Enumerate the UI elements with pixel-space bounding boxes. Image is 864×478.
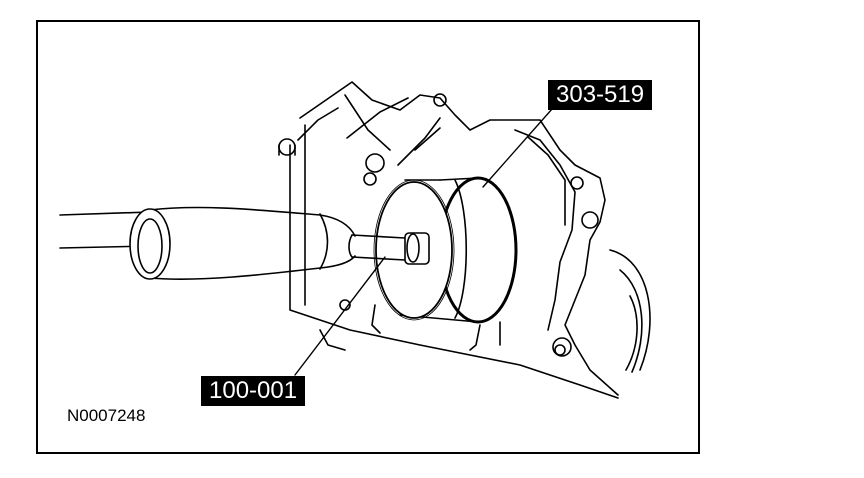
leader-line-seal-installer — [482, 99, 561, 188]
slide-hammer — [59, 206, 430, 280]
callout-seal-installer: 303-519 — [548, 80, 653, 110]
engine-cover — [289, 81, 651, 399]
bolt-bosses — [278, 93, 599, 357]
leader-line-slide-hammer — [294, 256, 386, 376]
figure-frame — [36, 20, 700, 454]
figure-id: N0007248 — [67, 406, 146, 425]
callout-slide-hammer: 100-001 — [201, 376, 306, 406]
seal-installer-tool — [373, 176, 518, 324]
